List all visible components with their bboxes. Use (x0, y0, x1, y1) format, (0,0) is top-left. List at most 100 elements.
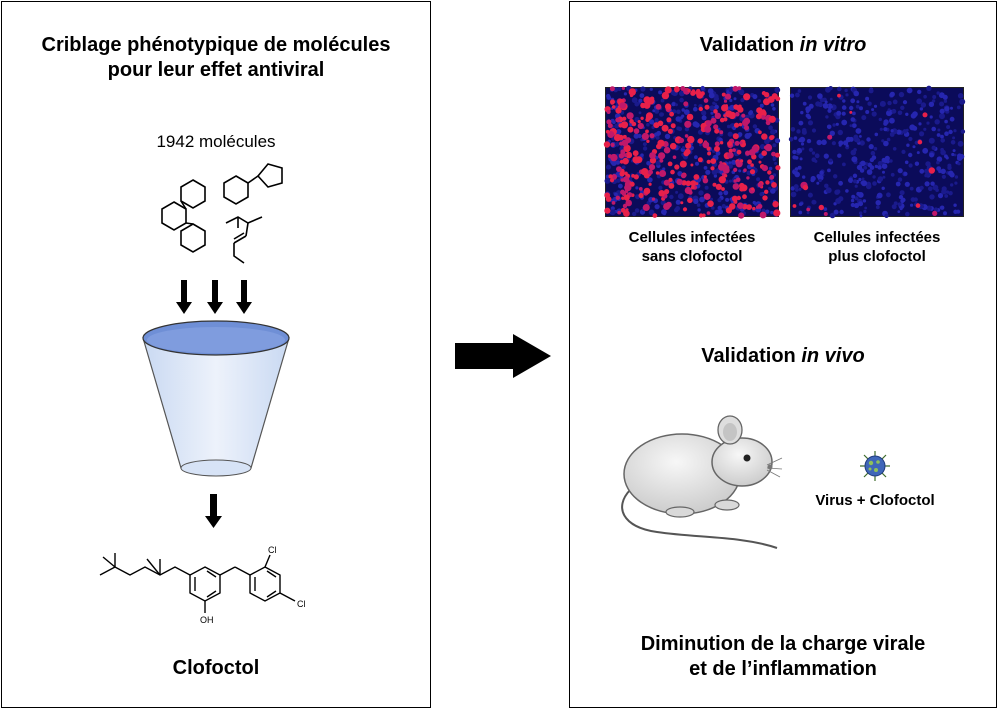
funnel-icon (142, 320, 290, 477)
nucleus (901, 149, 906, 154)
infected-cell (718, 176, 726, 184)
nucleus (694, 155, 698, 160)
nucleus (908, 163, 913, 168)
nucleus (947, 163, 952, 168)
infected-cell (648, 164, 656, 171)
infected-cell (760, 115, 766, 120)
nucleus (700, 85, 705, 91)
infected-cell (633, 174, 639, 180)
nucleus (850, 98, 856, 104)
nucleus (887, 100, 892, 106)
nucleus (801, 129, 807, 135)
nucleus (828, 86, 833, 91)
nucleus (845, 93, 849, 97)
nucleus (789, 93, 795, 98)
nucleus (931, 99, 936, 103)
infected-cell (736, 195, 741, 201)
nucleus (900, 105, 905, 110)
infected-cell (666, 117, 672, 123)
infected-cell (605, 196, 612, 202)
infected-cell (742, 194, 747, 200)
nucleus (906, 143, 910, 147)
nucleus (902, 129, 908, 134)
infected-cell (668, 183, 675, 189)
nucleus (727, 131, 733, 137)
nucleus (640, 153, 644, 157)
nucleus (940, 168, 946, 174)
nucleus (807, 120, 814, 126)
nucleus (768, 166, 773, 171)
nucleus (878, 117, 882, 122)
nucleus (796, 147, 803, 154)
infected-cell (703, 175, 707, 179)
nucleus (851, 156, 858, 163)
nucleus (679, 97, 684, 103)
nucleus (956, 209, 961, 214)
infected-cell (607, 123, 613, 129)
infected-cell (640, 102, 645, 107)
nucleus (874, 132, 879, 137)
infected-cell (623, 153, 628, 157)
nucleus (861, 115, 867, 121)
nucleus (929, 152, 935, 158)
virus-icon (860, 451, 890, 481)
infected-cell (915, 203, 921, 208)
infected-cell (737, 106, 744, 113)
infected-cell (928, 167, 935, 174)
infected-cell (772, 201, 779, 208)
infected-cell (765, 120, 771, 126)
nucleus (649, 119, 655, 125)
nucleus (909, 186, 914, 191)
nucleus (864, 206, 868, 210)
infected-cell (725, 207, 732, 214)
nucleus (623, 92, 627, 96)
nucleus (898, 195, 904, 200)
nucleus (886, 192, 891, 198)
infected-cell (680, 201, 684, 205)
infected-cell (643, 187, 651, 195)
infected-cell (761, 133, 768, 140)
nucleus (881, 186, 885, 190)
infected-cell (744, 121, 749, 126)
nucleus (859, 214, 863, 218)
infected-cell (762, 195, 768, 201)
nucleus (914, 161, 920, 166)
infected-cell (621, 86, 625, 90)
infected-cell (724, 93, 732, 100)
infected-cell (610, 101, 614, 105)
nucleus (852, 111, 856, 116)
nucleus (693, 198, 699, 204)
nucleus (819, 170, 824, 175)
nucleus (701, 115, 707, 121)
nucleus (953, 129, 957, 133)
conclusion: Diminution de la charge virale et de l’i… (569, 632, 997, 682)
nucleus (916, 98, 923, 105)
infected-cell (703, 98, 709, 103)
nucleus (881, 139, 885, 143)
nucleus (936, 91, 940, 95)
infected-cell (649, 157, 657, 164)
nucleus (816, 174, 821, 179)
nucleus (854, 184, 858, 188)
nucleus (797, 89, 802, 93)
nucleus (838, 180, 843, 186)
nucleus (632, 211, 637, 217)
infected-cell (732, 183, 740, 190)
infected-cell (685, 142, 692, 149)
nucleus (829, 212, 836, 219)
nucleus (772, 143, 777, 148)
nucleus (612, 120, 616, 125)
infected-cell (743, 168, 747, 172)
nucleus (768, 125, 773, 130)
infected-cell (625, 199, 632, 207)
nucleus (744, 133, 751, 139)
nucleus (879, 127, 883, 131)
nucleus (842, 99, 846, 103)
nucleus (860, 160, 866, 167)
nucleus (936, 156, 943, 162)
nucleus (614, 192, 618, 197)
nucleus (831, 141, 836, 146)
nucleus (614, 100, 618, 104)
infected-cell (746, 176, 750, 180)
nucleus (926, 121, 930, 125)
